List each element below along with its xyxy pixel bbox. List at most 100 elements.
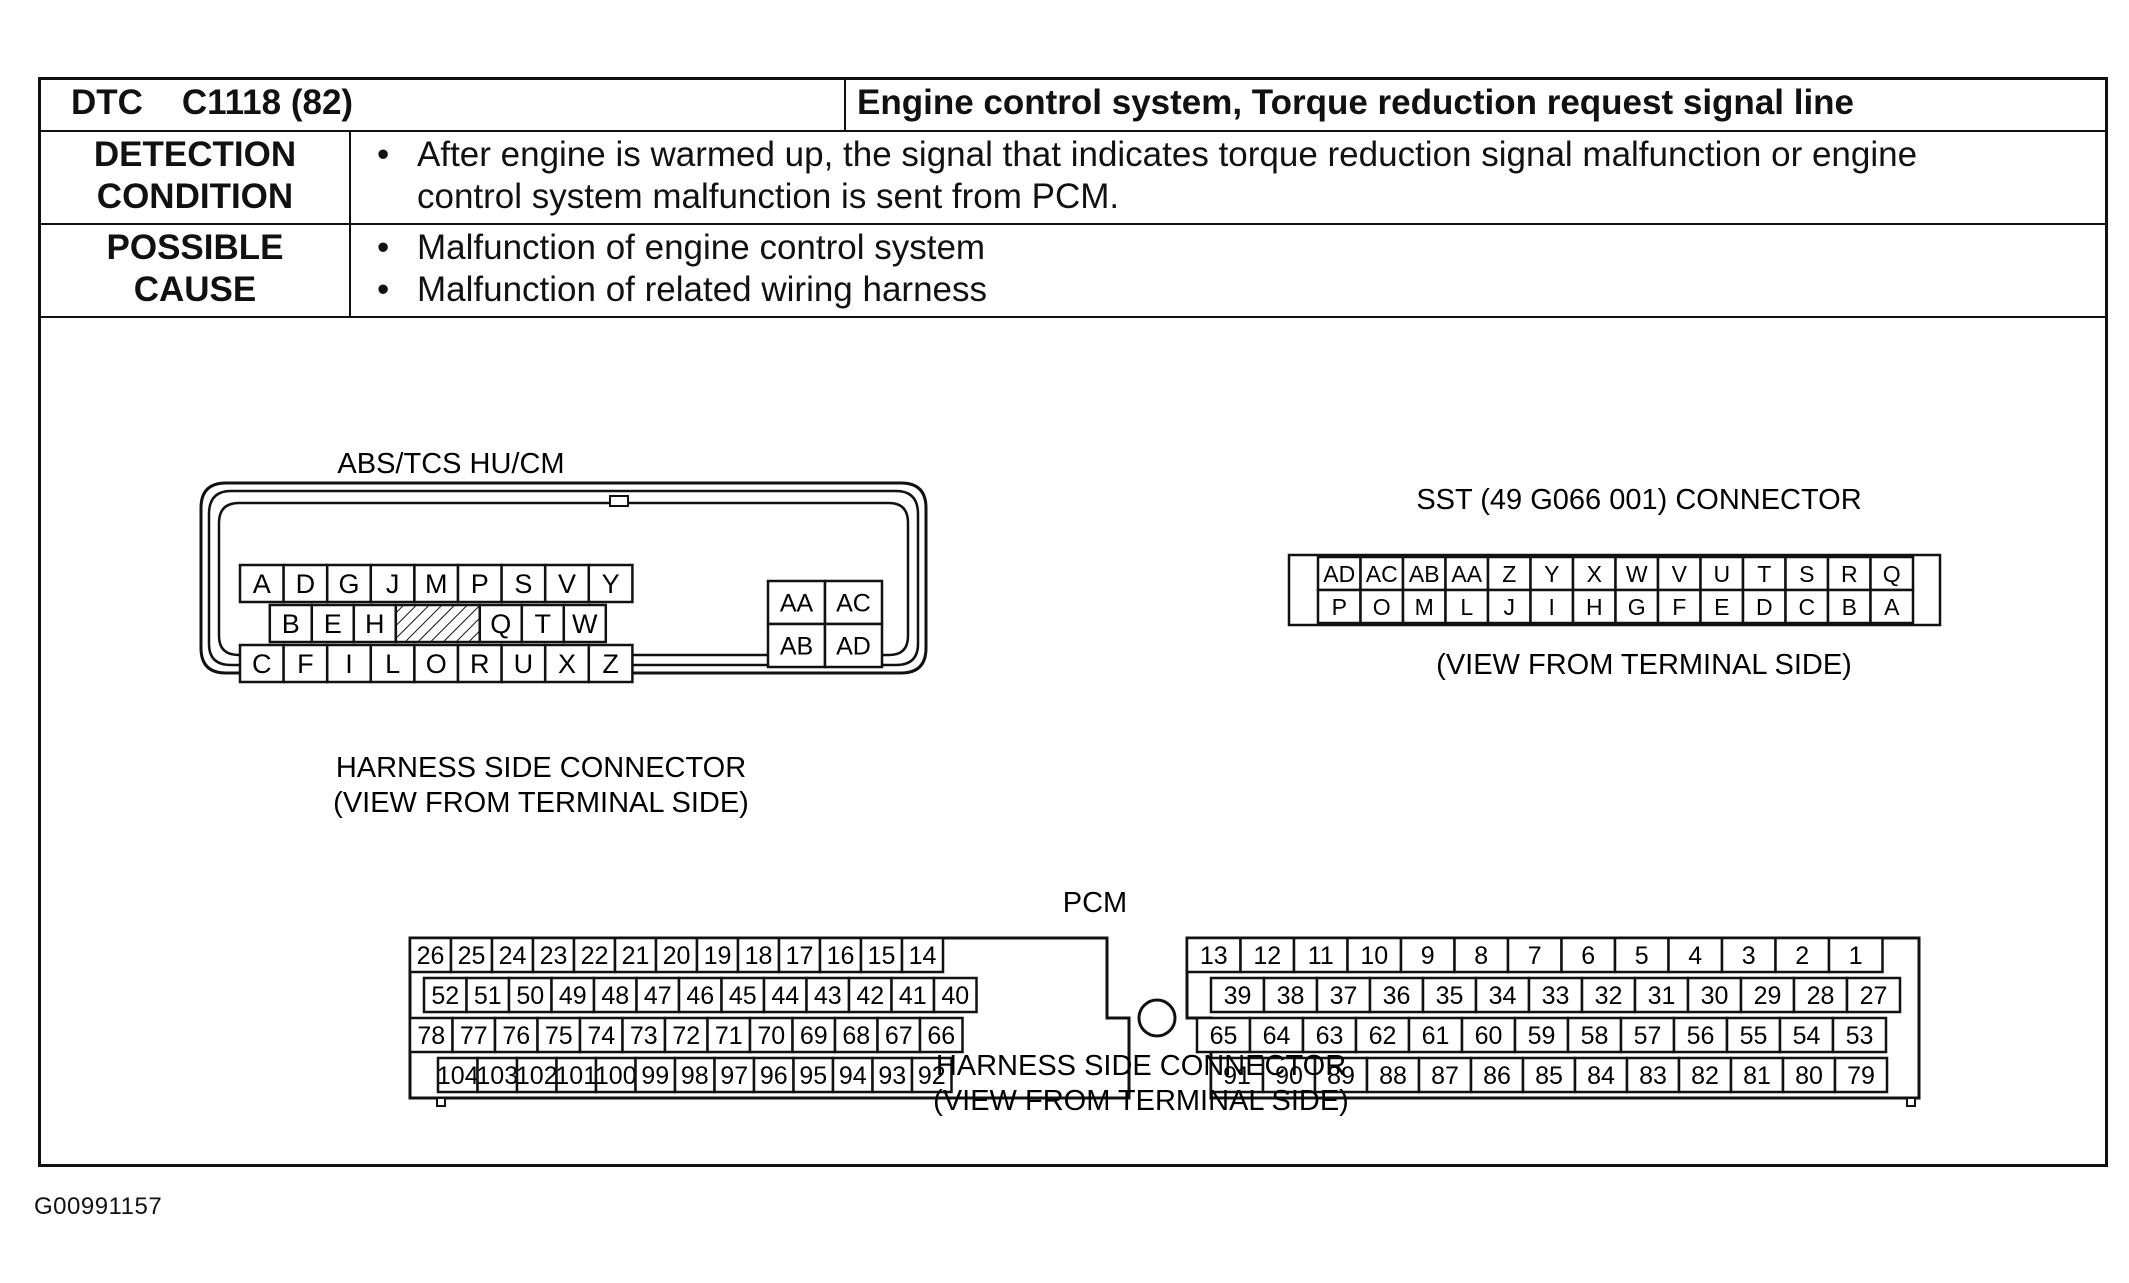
pcm-terminal-cell: [1453, 936, 1510, 974]
pcm-terminal-cell: [713, 1056, 756, 1094]
pcm-terminal-label: 94: [839, 1062, 867, 1090]
pcm-terminal-cell: [555, 1056, 598, 1094]
pcm-terminal-cell: [818, 936, 863, 974]
abs-housing-inner: [217, 501, 910, 657]
pcm-caption-line-2: (VIEW FROM TERMINAL SIDE): [933, 1085, 1349, 1117]
pcm-terminal-cell: [1407, 1016, 1464, 1054]
abs-terminal-label: W: [572, 609, 598, 639]
pcm-terminal-label: 20: [663, 942, 691, 970]
pcm-terminal-label: 75: [545, 1022, 573, 1050]
abs-terminal-cell: [282, 643, 329, 684]
abs-terminal-label: J: [386, 569, 400, 599]
pcm-terminal-label: 41: [899, 982, 927, 1010]
sst-terminal-label: J: [1504, 594, 1516, 620]
sst-terminal-label: I: [1549, 594, 1555, 620]
pcm-terminal-label: 6: [1581, 942, 1595, 970]
pcm-terminal-cell: [592, 976, 638, 1014]
pcm-terminal-cell: [594, 1056, 637, 1094]
pcm-terminal-label: 78: [417, 1022, 445, 1050]
pcm-terminal-label: 33: [1542, 982, 1570, 1010]
sst-terminal-cell: [1741, 588, 1787, 625]
pcm-terminal-label: 23: [540, 942, 568, 970]
pcm-terminal-label: 3: [1742, 942, 1756, 970]
pcm-terminal-label: 32: [1595, 982, 1623, 1010]
sst-terminal-label: W: [1626, 561, 1648, 587]
pcm-terminal-cell: [635, 976, 681, 1014]
pcm-terminal-label: 29: [1754, 982, 1782, 1010]
abs-terminal-label: G: [338, 569, 359, 599]
pcm-terminal-label: 59: [1528, 1022, 1556, 1050]
pcm-terminal-cell: [1399, 936, 1456, 974]
abs-terminal-cell: [478, 603, 524, 644]
pcm-terminal-cell: [1185, 936, 1242, 974]
abs-terminal-label: E: [324, 609, 342, 639]
pcm-terminal-cell: [1195, 1016, 1252, 1054]
sst-terminal-label: H: [1586, 594, 1603, 620]
abs-terminal-label: H: [365, 609, 385, 639]
pcm-terminal-label: 14: [909, 942, 937, 970]
pcm-terminal-cell: [1365, 1056, 1421, 1094]
pcm-terminal-label: 49: [559, 982, 587, 1010]
pcm-terminal-label: 55: [1740, 1022, 1768, 1050]
pcm-terminal-label: 43: [814, 982, 842, 1010]
sst-terminal-label: AB: [1409, 561, 1440, 587]
pcm-terminal-label: 86: [1483, 1062, 1511, 1090]
pcm-terminal-label: 36: [1383, 982, 1411, 1010]
pcm-terminal-cell: [578, 1016, 624, 1054]
pcm-terminal-label: 16: [827, 942, 855, 970]
abs-terminal-label: AC: [836, 590, 871, 618]
pcm-terminal-label: 27: [1860, 982, 1888, 1010]
sst-terminal-cell: [1316, 588, 1362, 625]
pcm-terminal-cell: [465, 976, 511, 1014]
pcm-title: PCM: [1063, 887, 1127, 919]
pcm-terminal-label: 8: [1474, 942, 1488, 970]
pcm-terminal-label: 70: [757, 1022, 785, 1050]
pcm-terminal-label: 73: [630, 1022, 658, 1050]
pcm-terminal-label: 68: [842, 1022, 870, 1050]
abs-terminal-cell: [325, 563, 373, 604]
figure-code: G00991157: [34, 1193, 163, 1220]
abs-terminal-cell: [325, 643, 373, 684]
sst-terminal-cell: [1699, 588, 1745, 625]
pcm-terminal-cell: [1474, 976, 1531, 1014]
sst-terminal-label: L: [1460, 594, 1473, 620]
sst-terminal-label: D: [1756, 594, 1773, 620]
pcm-terminal-label: 79: [1847, 1062, 1875, 1090]
abs-terminal-label: T: [535, 609, 552, 639]
pcm-terminal-label: 38: [1277, 982, 1305, 1010]
pcm-terminal-label: 58: [1581, 1022, 1609, 1050]
abs-terminal-cell: [413, 563, 460, 604]
abs-terminal-cell: [543, 643, 591, 684]
pcm-terminal-cell: [1667, 936, 1724, 974]
abs-terminal-cell: [587, 643, 634, 684]
pcm-terminal-cell: [490, 936, 535, 974]
pcm-terminal-label: 102: [516, 1062, 558, 1090]
dtc-title-cell: Engine control system, Torque reduction …: [846, 80, 2105, 130]
abs-terminal-label: B: [282, 609, 300, 639]
detection-bullet-item: • After engine is warmed up, the signal …: [351, 134, 2105, 176]
abs-terminal-label: S: [514, 569, 532, 599]
pcm-terminal-label: 67: [885, 1022, 913, 1050]
sst-terminal-label: X: [1587, 561, 1602, 587]
bullet-dot: •: [377, 270, 390, 309]
abs-terminal-cell: [456, 643, 503, 684]
pcm-terminal-label: 46: [686, 982, 714, 1010]
abs-terminal-cell: [823, 622, 884, 669]
abs-terminal-cell: [369, 643, 416, 684]
pcm-terminal-cell: [762, 976, 808, 1014]
pcm-terminal-label: 13: [1200, 942, 1228, 970]
abs-terminal-cell: [823, 579, 884, 626]
detection-line-1: After engine is warmed up, the signal th…: [417, 135, 1918, 174]
pcm-terminal-label: 28: [1807, 982, 1835, 1010]
pcm-terminal-label: 97: [720, 1062, 748, 1090]
abs-terminal-cell: [587, 563, 634, 604]
pcm-terminal-label: 51: [474, 982, 502, 1010]
pcm-terminal-cell: [792, 1056, 835, 1094]
sst-terminal-label: S: [1799, 561, 1814, 587]
abs-terminal-label: X: [558, 649, 576, 679]
pcm-terminal-label: 103: [476, 1062, 518, 1090]
abs-terminal-label: V: [558, 569, 576, 599]
pcm-terminal-cell: [476, 1056, 519, 1094]
